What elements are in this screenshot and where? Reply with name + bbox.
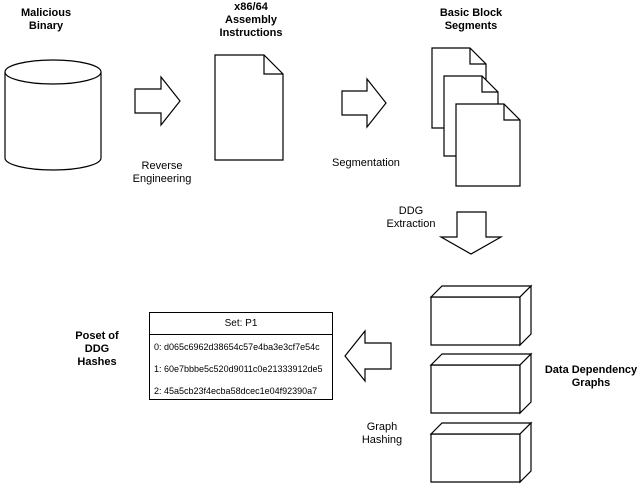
assembly-document-icon — [214, 54, 284, 161]
node-label-data-dependency-graphs: Data Dependency Graphs — [544, 364, 638, 389]
ddg-cube-icon — [429, 284, 533, 347]
node-label-malicious-binary: Malicious Binary — [20, 7, 72, 32]
ddg-cube-icon — [429, 421, 533, 484]
edge-label-ddg-extraction: DDG Extraction — [386, 205, 436, 230]
binary-cylinder-icon — [4, 59, 102, 171]
poset-hash-row: 2: 45a5cb23f4ecba58dcec1e04f92390a7 — [154, 386, 318, 396]
poset-hash-row: 1: 60e7bbbe5c520d9011c0e21333912de5 — [154, 364, 323, 374]
arrow-left-icon — [344, 329, 392, 383]
basic-block-documents-icon — [431, 47, 521, 187]
edge-label-segmentation: Segmentation — [332, 157, 400, 169]
edge-label-reverse-engineering: Reverse Engineering — [132, 160, 192, 185]
poset-set-title: Set: P1 — [150, 313, 332, 335]
node-label-assembly-instructions: x86/64 Assembly Instructions — [219, 1, 283, 39]
node-label-poset-ddg-hashes: Poset of DDG Hashes — [75, 330, 119, 368]
poset-set-box: Set: P1 0: d065c6962d38654c57e4ba3e3cf7e… — [149, 312, 333, 400]
node-label-basic-block-segments: Basic Block Segments — [439, 7, 503, 32]
arrow-right-icon — [341, 77, 387, 129]
poset-hash-row: 0: d065c6962d38654c57e4ba3e3cf7e54c — [154, 342, 320, 352]
ddg-cube-icon — [429, 352, 533, 415]
arrow-right-icon — [134, 75, 181, 127]
arrow-down-icon — [438, 211, 504, 255]
edge-label-graph-hashing: Graph Hashing — [361, 421, 403, 446]
